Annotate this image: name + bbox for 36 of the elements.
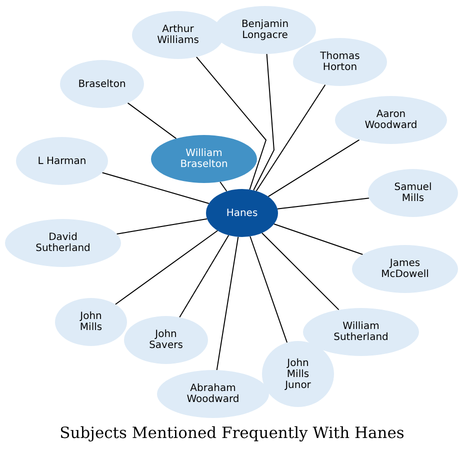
connector-line (102, 172, 210, 204)
node-label: Samuel Mills (393, 182, 433, 204)
node-label: L Harman (38, 156, 86, 166)
connector-line (250, 236, 288, 344)
connector-line (220, 181, 228, 192)
name-ellipse (151, 135, 257, 183)
connector-line (276, 198, 370, 210)
name-ellipse (55, 298, 127, 346)
node-label: Abraham Woodward (186, 383, 240, 405)
diagram-title: Subjects Mentioned Frequently With Hanes (58, 424, 406, 442)
node-label: Braselton (78, 78, 126, 90)
connector-line (196, 56, 267, 190)
connector-line (256, 84, 326, 192)
node-label: John Mills Junor (284, 358, 312, 390)
node-label: Thomas Horton (319, 51, 361, 73)
connector-line (274, 224, 364, 255)
connector-line (114, 230, 218, 305)
node-label: David Sutherland (34, 232, 92, 254)
node-label: Arthur Williams (156, 24, 200, 46)
node-label: John Savers (148, 329, 184, 351)
node-label: William Sutherland (332, 321, 390, 343)
connector-line (261, 232, 340, 310)
connector-line (116, 218, 208, 234)
name-ellipse (124, 316, 208, 364)
connector-line (127, 102, 177, 140)
connector-line (216, 236, 239, 371)
node-label: William Braselton (179, 148, 229, 170)
node-label: James McDowell (380, 258, 430, 280)
connector-line (268, 139, 360, 198)
node-label: John Mills (78, 311, 104, 333)
name-ellipse (206, 189, 278, 237)
node-label: Aaron Woodward (364, 109, 418, 131)
node-label: Hanes (226, 208, 258, 218)
connector-line (253, 53, 274, 191)
node-label: Benjamin Longacre (240, 19, 290, 41)
connector-line (179, 234, 230, 318)
